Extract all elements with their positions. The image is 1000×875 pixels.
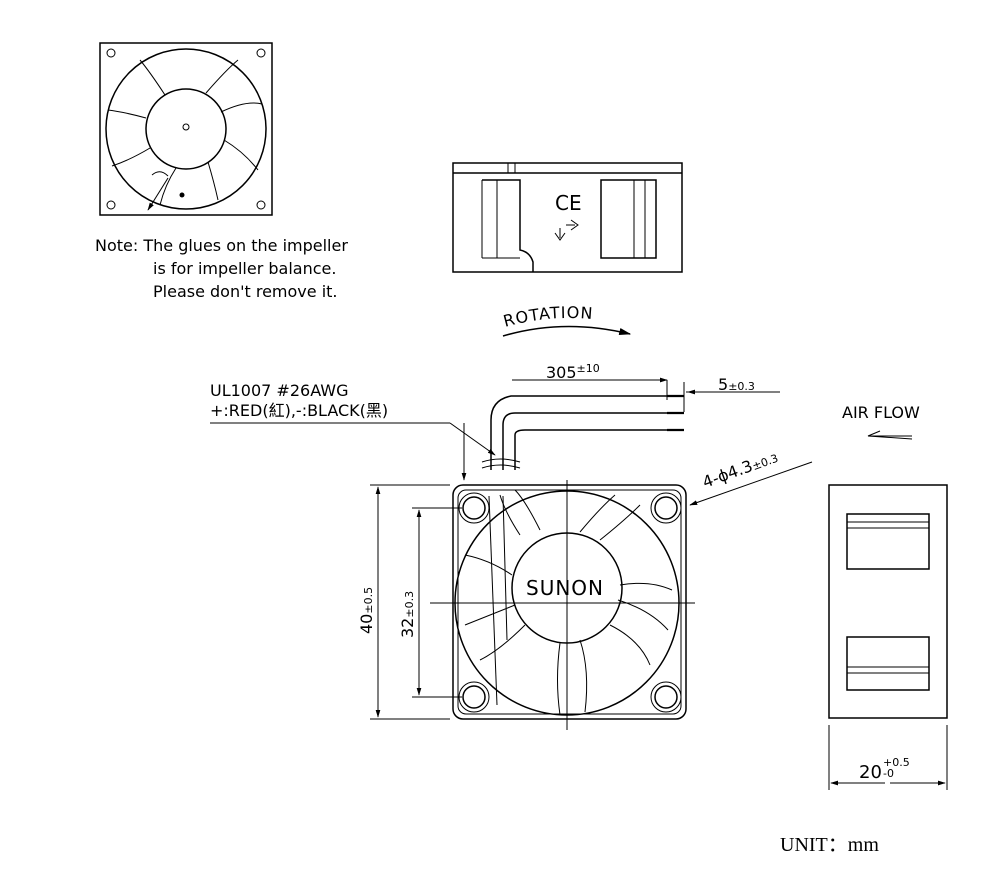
rotation-arrow <box>502 325 632 337</box>
strip-length-dim: 5±0.3 <box>718 375 755 394</box>
lead-wires <box>210 377 780 481</box>
fan-side-view <box>828 484 948 790</box>
airflow-arrow <box>867 430 913 440</box>
lead-length-dim: 305±10 <box>546 362 600 382</box>
fan-front-view <box>430 480 695 730</box>
hole-pitch-dim: 32±0.3 <box>398 591 417 638</box>
frame-dims <box>370 484 462 720</box>
unit-label: UNIT：mm <box>780 834 879 856</box>
note-line-1: Note: The glues on the impeller <box>95 236 348 255</box>
fan-rear-view <box>99 42 273 216</box>
hole-leader <box>689 461 813 506</box>
wire-spec: UL1007 #26AWG <box>210 381 348 400</box>
wire-colors: +:RED(紅),-:BLACK(黑) <box>210 401 388 420</box>
fan-label-view <box>452 162 683 273</box>
frame-size-dim: 40±0.5 <box>357 587 376 634</box>
note-line-3: Please don't remove it. <box>153 282 338 301</box>
airflow-label: AIR FLOW <box>842 403 920 422</box>
depth-dim: 20+0.5-0 <box>859 756 910 783</box>
ce-mark: CE <box>555 191 582 215</box>
holes-dim: 4-ϕ4.3±0.3 <box>700 447 780 492</box>
brand-label: SUNON <box>526 576 604 600</box>
note-line-2: is for impeller balance. <box>153 259 336 278</box>
